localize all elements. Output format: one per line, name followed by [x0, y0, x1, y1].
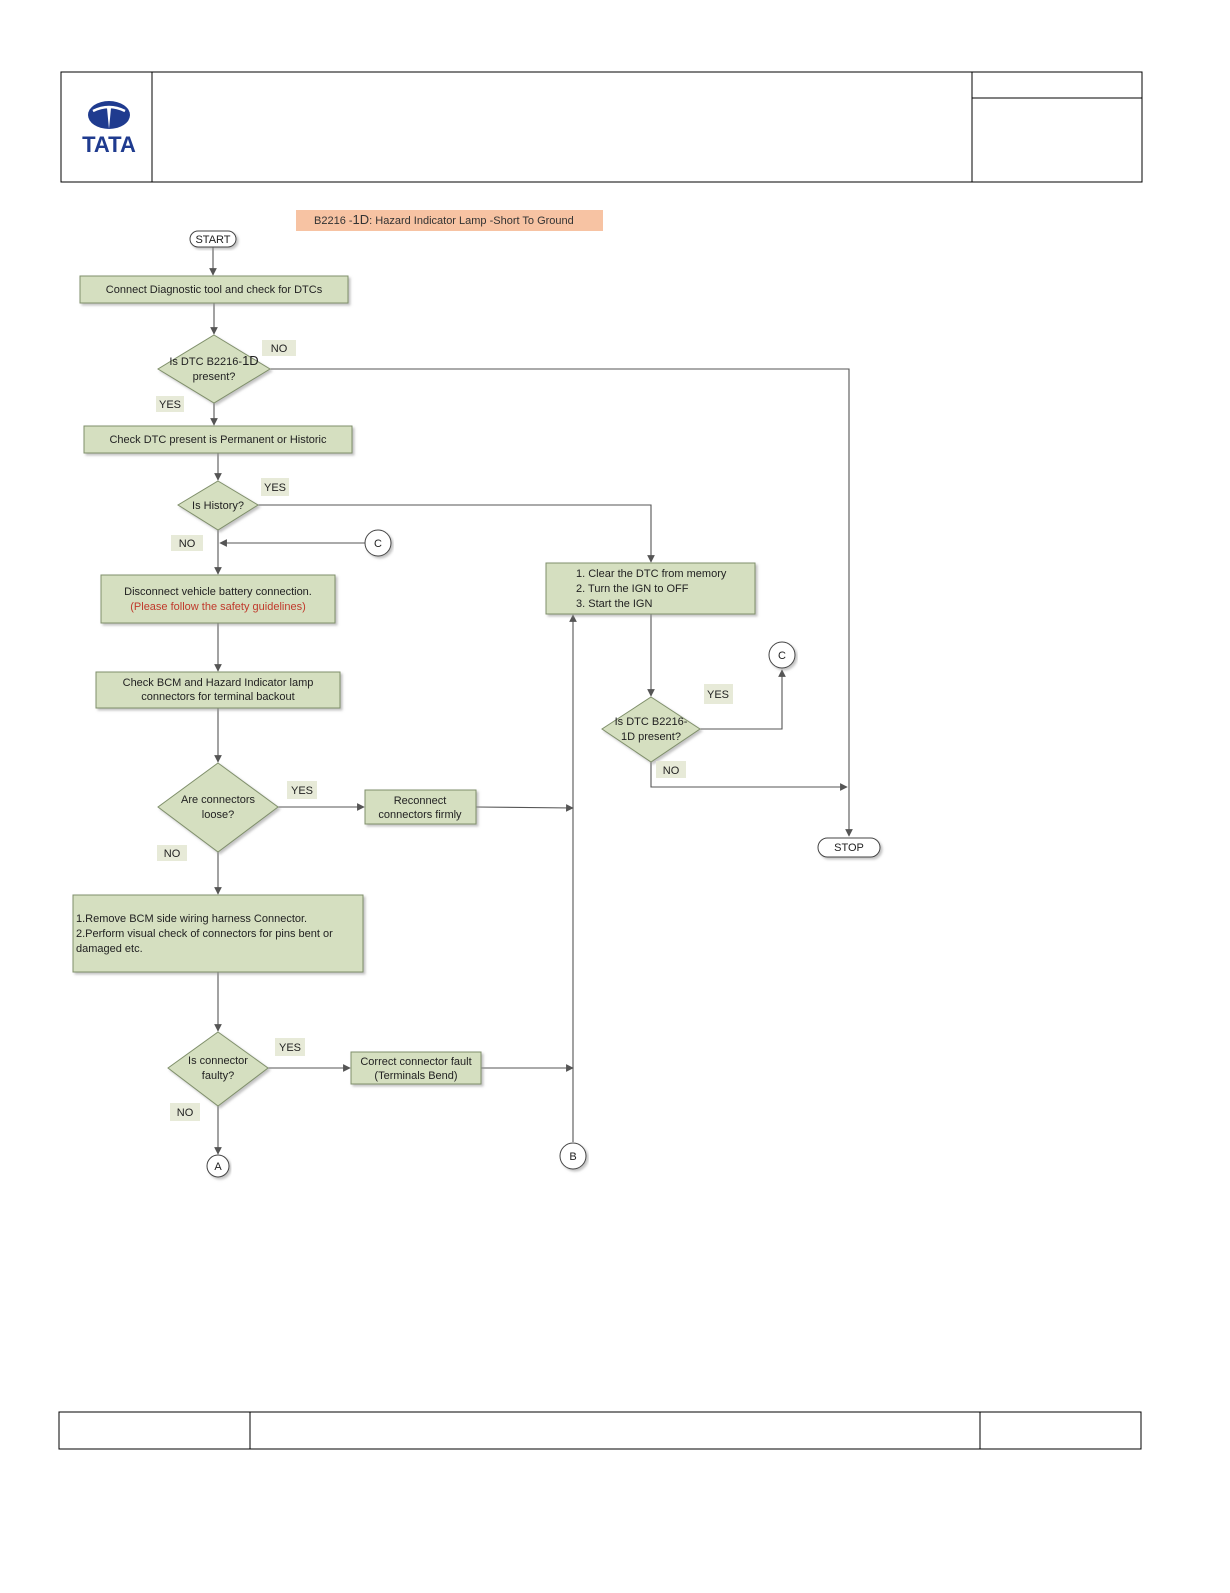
- page-footer: [58, 1411, 1142, 1450]
- brand-wordmark: TATA: [82, 132, 136, 157]
- svg-text:2. Turn the IGN to OFF: 2. Turn the IGN to OFF: [576, 583, 689, 595]
- svg-text:Disconnect vehicle battery con: Disconnect vehicle battery connection.: [124, 586, 312, 598]
- decision-dtc-again: Is DTC B2216- 1D present?: [601, 696, 701, 763]
- decision-connector-faulty: Is connector faulty?: [167, 1031, 269, 1107]
- start-terminal: START: [189, 230, 237, 248]
- tag-yes-4: YES: [275, 1038, 305, 1056]
- tag-no-2: NO: [171, 535, 203, 551]
- tag-yes-1: YES: [156, 396, 184, 412]
- svg-text:1D present?: 1D present?: [621, 731, 681, 743]
- svg-text:1.Remove BCM side wiring harne: 1.Remove BCM side wiring harness Connect…: [76, 913, 307, 925]
- step-remove-connector: 1.Remove BCM side wiring harness Connect…: [72, 894, 364, 973]
- step-check-bcm: Check BCM and Hazard Indicator lamp conn…: [95, 671, 341, 709]
- svg-text:YES: YES: [291, 785, 313, 797]
- svg-text:(Terminals Bend): (Terminals Bend): [374, 1070, 457, 1082]
- svg-text:present?: present?: [193, 371, 236, 383]
- decision-is-history: Is History?: [177, 480, 259, 531]
- svg-text:damaged etc.: damaged etc.: [76, 943, 143, 955]
- svg-text:Is DTC B2216-: Is DTC B2216-: [615, 716, 688, 728]
- svg-text:NO: NO: [663, 765, 680, 777]
- svg-text:YES: YES: [264, 482, 286, 494]
- title-code: 1D: [353, 212, 370, 227]
- svg-text:Connect Diagnostic tool and ch: Connect Diagnostic tool and check for DT…: [106, 284, 323, 296]
- stop-terminal: STOP: [817, 837, 881, 858]
- tag-no-3: NO: [157, 845, 187, 861]
- decision-connectors-loose: Are connectors loose?: [157, 762, 279, 853]
- svg-text:B2216 -1D: Hazard Indicator La: B2216 -1D: Hazard Indicator Lamp -Short …: [314, 212, 574, 227]
- svg-text:Is History?: Is History?: [192, 500, 244, 512]
- svg-text:connectors firmly: connectors firmly: [378, 809, 462, 821]
- svg-text:Reconnect: Reconnect: [394, 795, 447, 807]
- connector-b: B: [559, 1142, 587, 1170]
- step-reconnect: Reconnect connectors firmly: [364, 789, 477, 825]
- svg-text:YES: YES: [279, 1042, 301, 1054]
- decision-dtc-present: Is DTC B2216-1D present?: [157, 334, 271, 404]
- svg-text:NO: NO: [177, 1107, 194, 1119]
- svg-text:Is DTC B2216-1D: Is DTC B2216-1D: [169, 353, 258, 368]
- svg-text:A: A: [214, 1161, 222, 1173]
- svg-text:1. Clear the DTC from memory: 1. Clear the DTC from memory: [576, 568, 727, 580]
- tag-yes-2: YES: [261, 478, 289, 496]
- step-connect-tool: Connect Diagnostic tool and check for DT…: [79, 275, 349, 304]
- start-label: START: [195, 234, 230, 246]
- svg-text:Are connectors: Are connectors: [181, 794, 255, 806]
- title-prefix: B2216 -: [314, 215, 353, 227]
- svg-text:Correct connector fault: Correct connector fault: [360, 1056, 471, 1068]
- tag-yes-5: YES: [704, 684, 733, 704]
- diagram-title: B2216 -1D: Hazard Indicator Lamp -Short …: [296, 210, 603, 231]
- connector-c-left: C: [364, 529, 392, 557]
- tag-no-1: NO: [262, 340, 296, 356]
- title-suffix: : Hazard Indicator Lamp -Short To Ground: [369, 215, 574, 227]
- step-correct-fault: Correct connector fault (Terminals Bend): [350, 1051, 482, 1085]
- svg-text:3. Start the IGN: 3. Start the IGN: [576, 598, 652, 610]
- tata-logo: TATA: [82, 101, 136, 157]
- safety-note: (Please follow the safety guidelines): [130, 601, 305, 613]
- svg-text:loose?: loose?: [202, 809, 234, 821]
- flow-arrows: [209, 247, 853, 1155]
- page-header: [60, 71, 1143, 183]
- svg-text:B: B: [569, 1151, 576, 1163]
- svg-text:Check BCM and Hazard Indicato: Check BCM and Hazard Indicator lamp: [123, 677, 314, 689]
- step-disconnect-battery: Disconnect vehicle battery connection. (…: [100, 574, 336, 624]
- step-clear-dtc: 1. Clear the DTC from memory 2. Turn the…: [545, 562, 756, 615]
- svg-text:2.Perform visual check of conn: 2.Perform visual check of connectors for…: [76, 928, 333, 940]
- tag-no-5: NO: [656, 761, 686, 778]
- svg-text:connectors for terminal backou: connectors for terminal backout: [141, 691, 294, 703]
- tag-yes-3: YES: [287, 781, 317, 799]
- connector-a: A: [206, 1154, 230, 1178]
- connector-c-right: C: [768, 641, 796, 669]
- svg-text:YES: YES: [707, 689, 729, 701]
- svg-text:C: C: [778, 650, 786, 662]
- svg-text:YES: YES: [159, 399, 181, 411]
- step-check-permanent: Check DTC present is Permanent or Histor…: [83, 425, 353, 454]
- svg-text:Check DTC present is Permanent: Check DTC present is Permanent or Histor…: [109, 434, 327, 446]
- tag-no-4: NO: [170, 1103, 200, 1121]
- svg-text:Is connector: Is connector: [188, 1055, 248, 1067]
- svg-text:C: C: [374, 538, 382, 550]
- svg-text:NO: NO: [271, 343, 288, 355]
- stop-label: STOP: [834, 842, 864, 854]
- svg-text:NO: NO: [179, 538, 196, 550]
- svg-text:faulty?: faulty?: [202, 1070, 234, 1082]
- svg-text:NO: NO: [164, 848, 181, 860]
